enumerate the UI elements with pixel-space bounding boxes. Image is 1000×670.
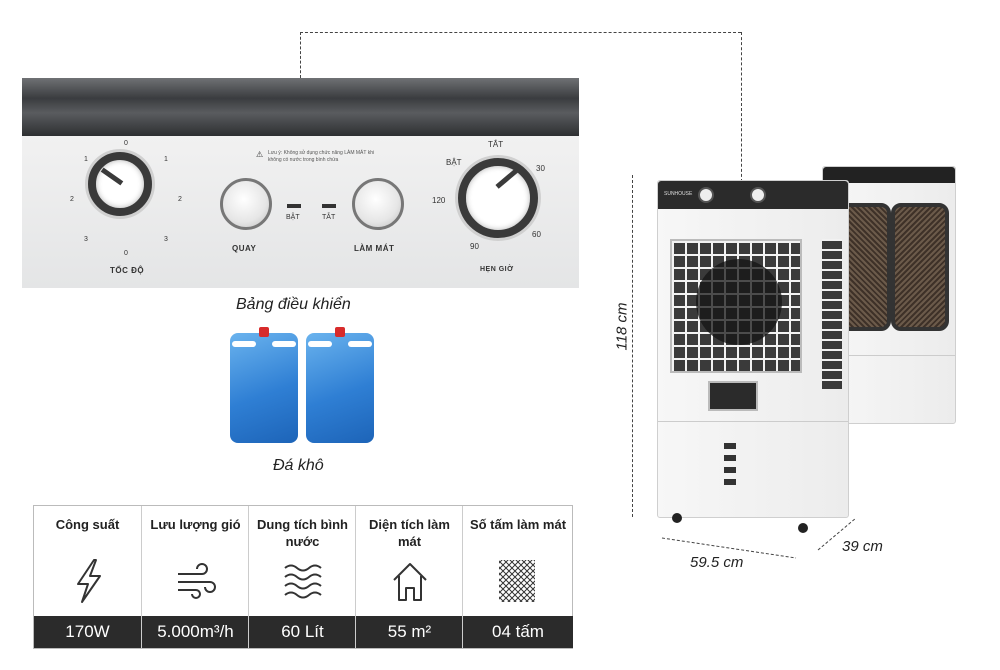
timer-tick: TẮT — [488, 140, 504, 149]
ice-caption: Đá khô — [273, 457, 324, 474]
connector-line-right — [741, 32, 742, 182]
side-grille — [822, 239, 842, 389]
control-panel-image: 0 1 1 2 2 3 3 0 TỐC ĐỘ QUAY BẬT TẮT ⚠ Lư… — [22, 78, 579, 288]
cooler-front-view: SUNHOUSE — [657, 180, 849, 533]
speed-dial-label: TỐC ĐỘ — [110, 266, 145, 275]
height-label: 118 cm — [613, 302, 631, 351]
width-label: 59.5 cm — [690, 554, 744, 571]
cooling-pad-icon — [499, 560, 535, 602]
connector-line-left — [300, 32, 301, 78]
cooler-brand: SUNHOUSE — [664, 191, 693, 197]
timer-dial[interactable] — [458, 158, 538, 238]
speed-tick: 0 — [124, 140, 128, 147]
speed-tick: 0 — [124, 250, 128, 257]
switch-on-label: BẬT — [286, 214, 300, 221]
panel-caption: Bảng điều khiển — [236, 296, 351, 313]
spec-title: Công suất — [55, 517, 120, 532]
depth-dimension-line — [817, 517, 857, 551]
back-pad-right — [891, 203, 949, 331]
width-dimension-line — [661, 537, 797, 559]
spec-value: 04 tấm — [463, 616, 573, 648]
front-grille — [670, 239, 802, 373]
specs-table: Công suất 170W Lưu lượng gió 5.000m³/h D… — [33, 505, 573, 649]
timer-dial-label: HẸN GIỜ — [480, 266, 514, 273]
timer-tick: 60 — [532, 230, 541, 239]
speed-dial[interactable] — [88, 152, 152, 216]
swing-button-label: QUAY — [232, 244, 257, 253]
spec-pads: Số tấm làm mát 04 tấm — [462, 506, 573, 648]
cool-button-label: LÀM MÁT — [354, 244, 395, 253]
ice-pack-right — [306, 327, 374, 443]
timer-tick: 90 — [470, 242, 479, 251]
water-waves-icon — [284, 564, 322, 599]
swing-button[interactable] — [220, 178, 272, 230]
spec-area: Diện tích làm mát 55 m² — [355, 506, 463, 648]
speed-tick: 3 — [164, 236, 168, 243]
spec-value: 5.000m³/h — [142, 616, 249, 648]
cooler-knob-left[interactable] — [698, 187, 714, 203]
timer-tick: 120 — [432, 196, 446, 205]
ice-pack-left — [230, 327, 298, 443]
wind-icon — [178, 563, 216, 599]
spec-tank: Dung tích bình nước 60 Lít — [248, 506, 356, 648]
cooler-knob-right[interactable] — [750, 187, 766, 203]
panel-face: 0 1 1 2 2 3 3 0 TỐC ĐỘ QUAY BẬT TẮT ⚠ Lư… — [22, 136, 579, 288]
cool-button[interactable] — [352, 178, 404, 230]
speed-tick: 3 — [84, 236, 88, 243]
wheel-right — [798, 523, 808, 533]
spec-power: Công suất 170W — [34, 506, 141, 648]
timer-tick: 30 — [536, 164, 545, 173]
panel-top-bar — [22, 78, 579, 136]
water-level-window — [708, 381, 758, 411]
speed-tick: 2 — [178, 196, 182, 203]
switch-off-icon — [322, 204, 336, 208]
timer-tick: BẬT — [446, 158, 462, 167]
house-icon — [393, 563, 427, 601]
spec-title: Dung tích bình nước — [257, 517, 348, 549]
height-dimension-line — [632, 175, 633, 517]
fan-blade — [696, 259, 782, 345]
switch-on-icon — [287, 204, 301, 208]
depth-label: 39 cm — [842, 538, 883, 555]
spec-title: Diện tích làm mát — [369, 517, 450, 549]
switch-off-label: TẮT — [322, 214, 336, 221]
wheel-left — [672, 513, 682, 523]
speed-tick: 1 — [84, 156, 88, 163]
lightning-icon — [77, 559, 101, 603]
warning-icon: ⚠ — [256, 150, 264, 159]
spec-title: Số tấm làm mát — [469, 517, 567, 532]
spec-value: 55 m² — [356, 616, 463, 648]
connector-line-top — [300, 32, 741, 33]
spec-value: 60 Lít — [249, 616, 356, 648]
spec-value: 170W — [34, 616, 141, 648]
speed-tick: 2 — [70, 196, 74, 203]
spec-title: Lưu lượng gió — [150, 517, 241, 532]
warning-text: Lưu ý: Không sử dụng chức năng LÀM MÁT k… — [268, 150, 375, 163]
spec-airflow: Lưu lượng gió 5.000m³/h — [141, 506, 249, 648]
checker-pattern — [724, 443, 736, 487]
speed-tick: 1 — [164, 156, 168, 163]
